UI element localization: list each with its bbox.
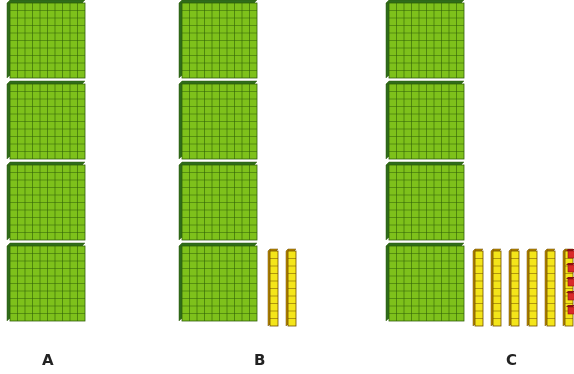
hundred-block (179, 162, 257, 240)
ten-rod (563, 249, 573, 326)
hundred-block (179, 243, 257, 321)
ten-rod (527, 249, 537, 326)
group-a-label: A (42, 353, 54, 368)
ten-rod (286, 249, 296, 326)
hundred-block (179, 81, 257, 159)
ten-rod (473, 249, 483, 326)
hundred-block (179, 0, 257, 78)
group-c-blocks (386, 0, 574, 326)
hundred-block (386, 162, 464, 240)
group-a-blocks (7, 0, 85, 321)
ten-rod (268, 249, 278, 326)
group-c-label: C (506, 353, 517, 368)
hundred-block (386, 81, 464, 159)
hundred-block (7, 243, 85, 321)
group-b-label: B (254, 353, 265, 368)
hundred-block (386, 243, 464, 321)
hundred-block (7, 81, 85, 159)
hundred-block (7, 162, 85, 240)
hundred-block (7, 0, 85, 78)
ten-rod (545, 249, 555, 326)
ten-rod (491, 249, 501, 326)
ten-rod (509, 249, 519, 326)
group-b-blocks (179, 0, 296, 326)
hundred-block (386, 0, 464, 78)
